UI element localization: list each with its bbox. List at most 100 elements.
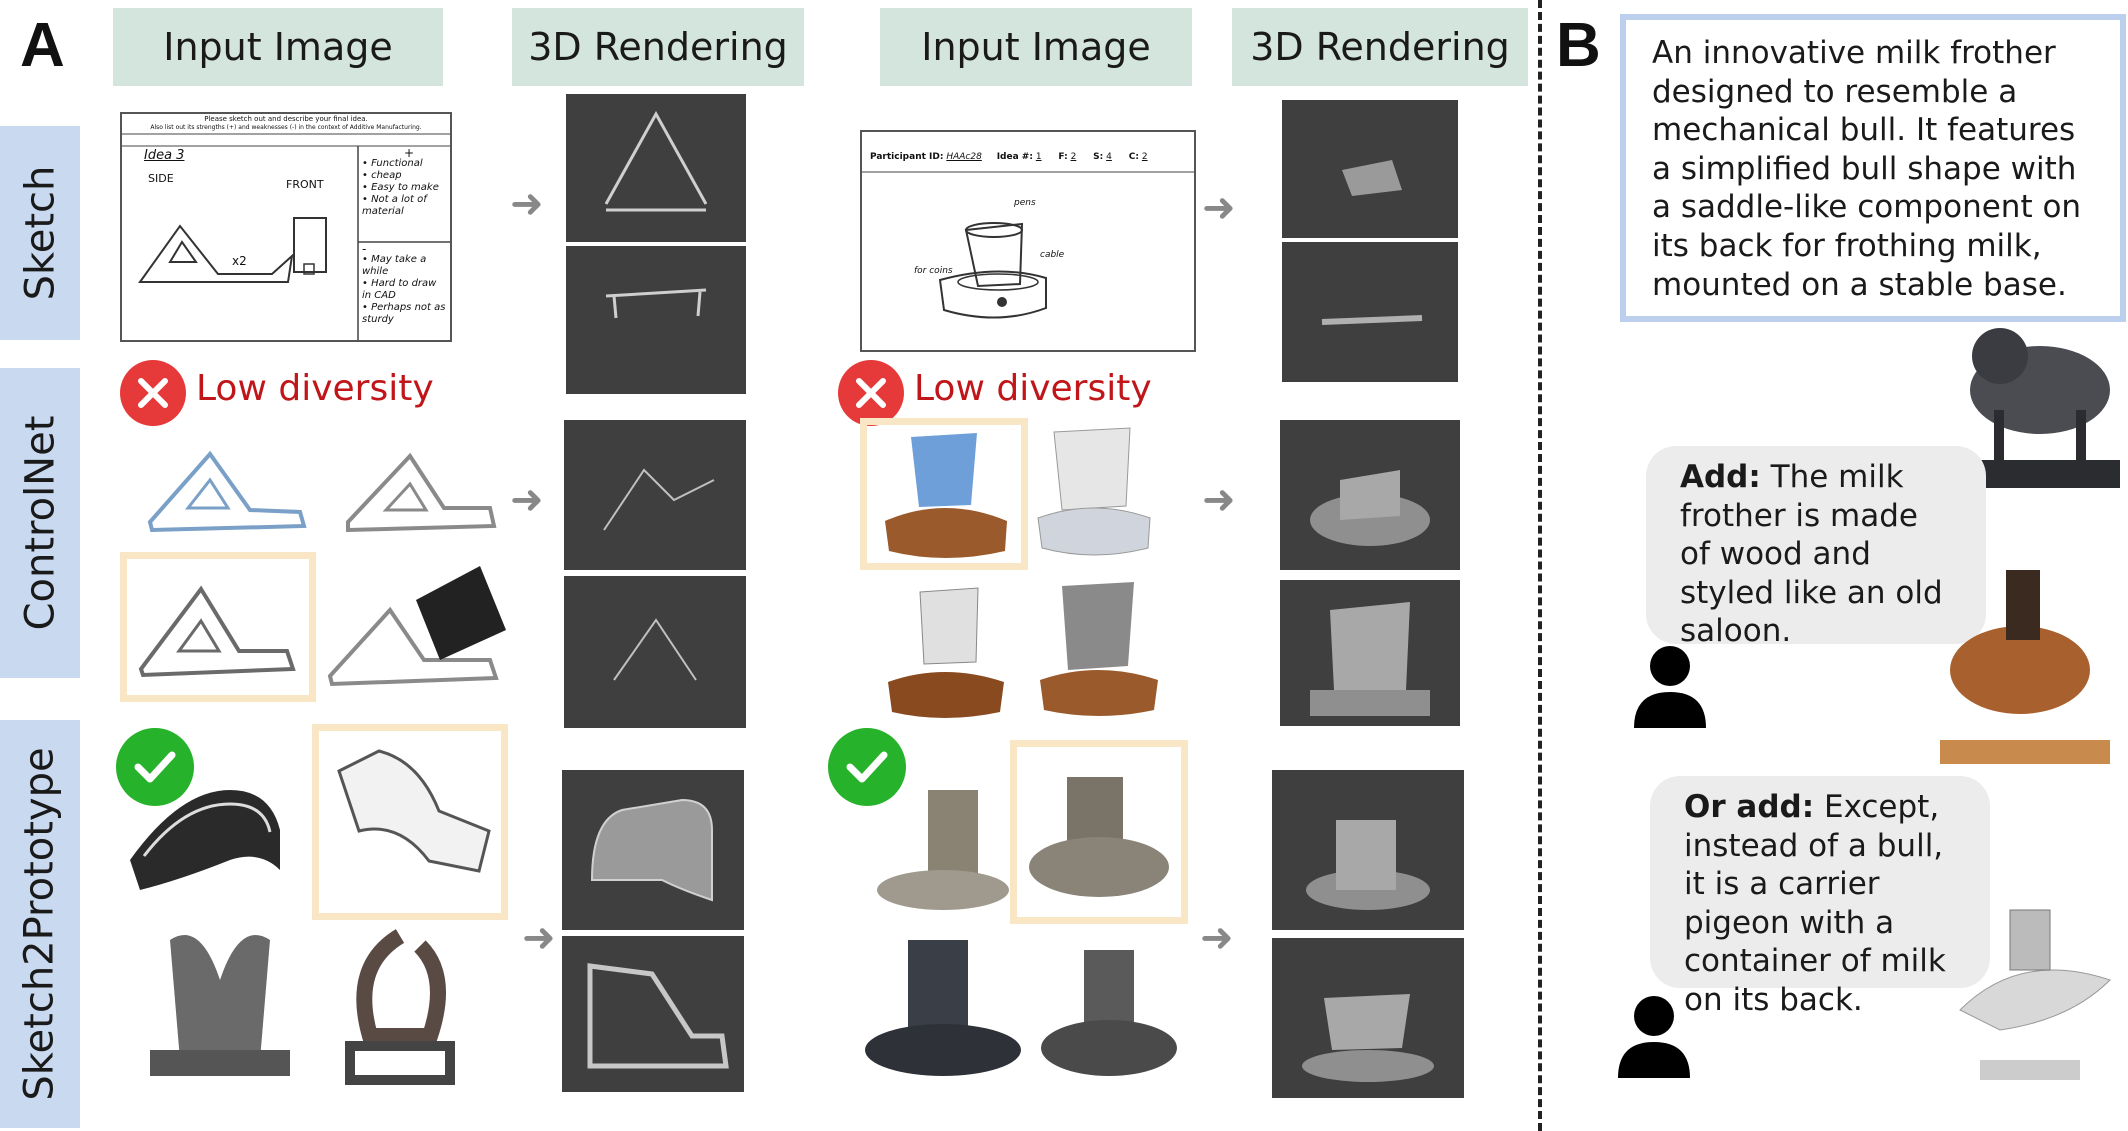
bubble-or-add-keyword: Or add:	[1684, 789, 1815, 825]
low-diversity-label-right: Low diversity	[914, 368, 1152, 409]
close-x-icon	[856, 378, 886, 408]
s-label: S:	[1093, 152, 1104, 162]
controlnet-left-img-4	[327, 566, 506, 687]
render-s2p-left-1-shape	[590, 798, 713, 902]
sheet-right-header: Participant ID: HAAc28 Idea #: 1 F: 2 S:…	[870, 152, 1148, 162]
controlnet-right-img-4	[1040, 582, 1158, 716]
participant-value: HAAc28	[946, 152, 982, 162]
row-label-controlnet-text: ControlNet	[17, 415, 63, 631]
s2p-right-img-2-frame	[1010, 740, 1188, 924]
success-badge-left	[116, 728, 194, 806]
f-value: 2	[1070, 152, 1077, 162]
sheet-left-instructions-1: Please sketch out and describe your fina…	[204, 115, 368, 123]
render-controlnet-right-1-shape	[1310, 470, 1430, 546]
s2p-left-img-2	[337, 749, 491, 873]
pigeon-frother-image	[1959, 909, 2111, 1080]
sheet-right-annotation-cable: cable	[1040, 250, 1065, 260]
header-3d-rendering-right: 3D Rendering	[1232, 8, 1528, 86]
render-sketch-right-2-shape	[1321, 315, 1423, 325]
prompt-bubble-add: Add: The milk frother is made of wood an…	[1646, 446, 1986, 649]
arrow-right-icon: ➜	[522, 915, 556, 961]
render-sketch-left-2	[566, 246, 746, 394]
render-s2p-right-1-shape	[1306, 820, 1430, 910]
render-sketch-left-1	[566, 94, 746, 242]
render-controlnet-left-2	[564, 576, 746, 728]
s2p-right-img-3	[865, 940, 1021, 1076]
render-controlnet-left-1-shape	[603, 468, 715, 531]
s2p-left-img-2-frame	[312, 724, 508, 920]
render-controlnet-right-2	[1280, 580, 1460, 726]
panel-b-letter: B	[1556, 11, 1601, 80]
render-s2p-right-1	[1272, 770, 1464, 930]
user-icon	[1618, 996, 1690, 1078]
strength-item: • Functional	[362, 158, 423, 169]
render-sketch-right-1-shape	[1342, 160, 1402, 196]
success-badge-right	[828, 728, 906, 806]
bubble-or-add-text: Except, instead of a bull, it is a carri…	[1684, 789, 1946, 1018]
arrow-right-icon: ➜	[510, 181, 544, 227]
mechanical-bull-image	[1970, 328, 2120, 488]
arrow-right-icon: ➜	[1202, 477, 1236, 523]
controlnet-left-img-1	[147, 450, 307, 533]
s2p-left-img-4	[345, 929, 455, 1085]
wooden-bull-image	[1940, 570, 2110, 764]
row-label-sketch2prototype: Sketch2Prototype	[0, 720, 80, 1128]
header-input-image-right: Input Image	[880, 8, 1192, 86]
error-badge-left	[120, 360, 186, 426]
render-s2p-right-2	[1272, 938, 1464, 1098]
weakness-item: • May take a while	[362, 254, 427, 277]
weakness-item: • Hard to draw in CAD	[362, 278, 437, 301]
header-input-image-left: Input Image	[113, 8, 443, 86]
s-value: 4	[1106, 152, 1112, 162]
render-s2p-left-2-shape	[587, 963, 729, 1069]
sheet-left-idea-label: Idea 3	[144, 148, 185, 163]
sheet-left-x2-label: x2	[232, 254, 247, 268]
render-sketch-left-1-shape	[604, 110, 708, 212]
render-s2p-right-2-shape	[1302, 994, 1434, 1082]
design-description: An innovative milk frother designed to r…	[1620, 14, 2126, 322]
checkmark-icon	[846, 751, 888, 783]
arrow-right-icon: ➜	[510, 477, 544, 523]
sketch-sheet-right-drawing	[862, 171, 1194, 319]
sheet-right-annotation-pens: pens	[1014, 198, 1036, 208]
panel-separator	[1538, 0, 1542, 1131]
weakness-item: • Perhaps not as sturdy	[362, 302, 446, 325]
controlnet-left-img-2	[346, 452, 497, 533]
bubble-add-text: The milk frother is made of wood and sty…	[1680, 459, 1943, 650]
arrow-right-icon: ➜	[1202, 185, 1236, 231]
strength-item: • cheap	[362, 170, 402, 181]
sheet-left-front-label: FRONT	[286, 178, 324, 191]
sheet-left-side-label: SIDE	[148, 172, 174, 185]
controlnet-right-img-1-frame	[860, 418, 1028, 570]
render-controlnet-left-1	[564, 420, 746, 570]
idea-label: Idea #:	[996, 152, 1033, 162]
s2p-left-img-3	[150, 935, 290, 1076]
idea-value: 1	[1035, 152, 1042, 162]
bubble-add-keyword: Add:	[1680, 459, 1761, 495]
user-icon	[1634, 646, 1706, 728]
render-sketch-right-1	[1282, 100, 1458, 238]
render-s2p-left-1	[562, 770, 744, 930]
sheet-left-instructions-2: Also list out its strengths (+) and weak…	[150, 124, 422, 131]
render-s2p-left-2	[562, 936, 744, 1092]
controlnet-right-img-2	[1037, 427, 1151, 556]
prompt-bubble-or-add: Or add: Except, instead of a bull, it is…	[1650, 776, 1990, 1018]
sheet-left-plus-sign: +	[404, 146, 415, 160]
controlnet-left-img-3-frame	[120, 552, 316, 702]
sketch-sheet-right: Participant ID: HAAc28 Idea #: 1 F: 2 S:…	[860, 130, 1196, 352]
row-label-controlnet: ControlNet	[0, 368, 80, 678]
s2p-left-img-1	[130, 790, 280, 890]
sheet-right-annotation-coins: for coins	[914, 266, 953, 276]
s2p-right-img-4	[1041, 950, 1177, 1076]
arrow-right-icon: ➜	[1200, 915, 1234, 961]
render-sketch-right-2	[1282, 242, 1458, 382]
render-controlnet-right-1	[1280, 420, 1460, 570]
render-sketch-left-2-shape	[605, 288, 707, 319]
sheet-left-strengths: • Functional • cheap • Easy to make • No…	[362, 158, 448, 218]
header-3d-rendering-left: 3D Rendering	[512, 8, 804, 86]
controlnet-right-img-1	[885, 433, 1007, 558]
render-controlnet-right-2-shape	[1310, 602, 1430, 716]
low-diversity-label-left: Low diversity	[196, 368, 434, 409]
panel-a-letter: A	[20, 11, 65, 80]
strength-item: • Easy to make	[362, 182, 439, 193]
